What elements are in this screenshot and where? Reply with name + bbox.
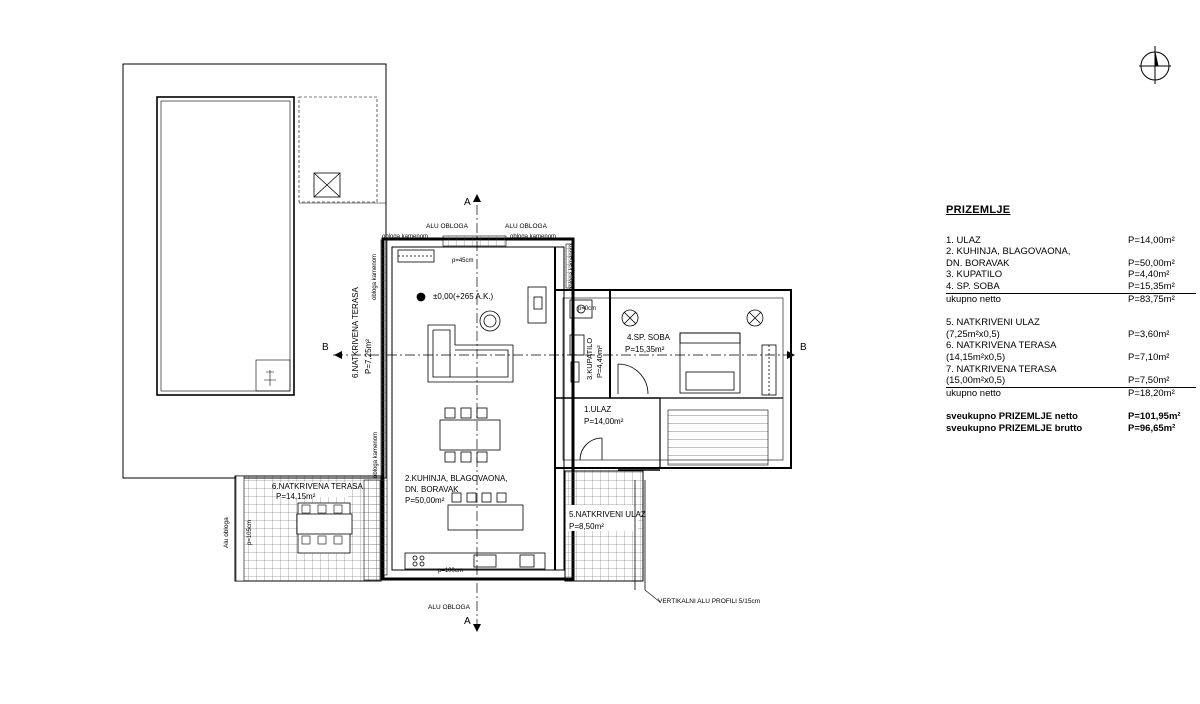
legend-row: (14,15m²x0,5) P=7,10m² xyxy=(946,352,1196,364)
p105-label: p=105cm xyxy=(247,520,253,545)
legend-row-name: ukupno netto xyxy=(946,293,1001,305)
section-label-b-right: B xyxy=(800,342,807,353)
obloga-kamenom-label-3: obloga kamenom xyxy=(372,254,378,300)
room-ulaz-area: P=14,00m² xyxy=(584,417,624,426)
legend-total-row: sveukupno PRIZEMLJE netto P=101,95m² xyxy=(946,411,1196,423)
legend-row-value: P=4,40m² xyxy=(1128,269,1170,281)
legend-row: ukupno netto P=18,20m² xyxy=(946,388,1196,400)
legend-row-name: DN. BORAVAK xyxy=(946,257,1010,269)
legend-row: 6. NATKRIVENA TERASA xyxy=(946,340,1196,352)
legend-row-value: P=15,35m² xyxy=(1128,280,1175,292)
living-furniture xyxy=(397,249,547,570)
legend-row-name: 2. KUHINJA, BLAGOVAONA, xyxy=(946,246,1071,258)
legend-row: 4. SP. SOBA P=15,35m² xyxy=(946,281,1196,294)
legend-total-value: P=101,95m² xyxy=(1128,411,1181,423)
legend-total-value: P=96,65m² xyxy=(1128,422,1176,434)
legend-row-value: P=14,00m² xyxy=(1128,234,1175,246)
legend-title: PRIZEMLJE xyxy=(946,204,1011,216)
room-ulaz5-area: P=8,50m² xyxy=(569,522,604,531)
legend-total-row: sveukupno PRIZEMLJE brutto P=96,65m² xyxy=(946,423,1196,435)
obloga-kamenom-label-4: obloga kamenom xyxy=(373,432,379,478)
obloga-kamenom-label-1: obloga kamenom xyxy=(382,234,428,240)
room-ulaz-label: 1.ULAZ xyxy=(584,405,611,414)
alu-obloga-label-1: ALU OBLOGA xyxy=(426,223,469,230)
alu-obloga-label-side: Alu obloga xyxy=(223,517,230,548)
legend-total-name: sveukupno PRIZEMLJE brutto xyxy=(946,422,1083,434)
north-arrow-icon xyxy=(1139,46,1171,84)
legend-total-name: sveukupno PRIZEMLJE netto xyxy=(946,411,1078,423)
legend-row-name: (15,00m²x0,5) xyxy=(946,375,1006,387)
vertikalni-label: VERTIKALNI ALU PROFILI 5/15cm xyxy=(658,598,760,605)
section-label-a-bottom: A xyxy=(464,616,471,627)
bedroom-furniture xyxy=(569,299,777,461)
section-label-a-top: A xyxy=(464,197,471,208)
legend-row-name: 1. ULAZ xyxy=(946,234,981,246)
section-label-b-left: B xyxy=(322,342,329,353)
legend-row-value: P=7,10m² xyxy=(1128,351,1170,363)
pool-area xyxy=(122,63,387,479)
legend-row: 5. NATKRIVENI ULAZ xyxy=(946,317,1196,329)
room-soba-area: P=15,35m² xyxy=(625,345,665,354)
area-legend: PRIZEMLJE 1. ULAZ P=14,00m² 2. KUHINJA, B… xyxy=(946,204,1196,435)
legend-row: 7. NATKRIVENA TERASA xyxy=(946,364,1196,376)
p45-label: p=45cm xyxy=(452,258,474,264)
legend-row-name: (14,15m²x0,5) xyxy=(946,351,1006,363)
legend-row: 1. ULAZ P=14,00m² xyxy=(946,235,1196,247)
legend-row-name: 5. NATKRIVENI ULAZ xyxy=(946,317,1040,329)
legend-row-name: 4. SP. SOBA xyxy=(946,280,1000,292)
room-terasa6-area: P=7,25m² xyxy=(364,339,373,374)
room-ulaz5-label: 5.NATKRIVENI ULAZ xyxy=(569,510,646,519)
legend-row-value: P=50,00m² xyxy=(1128,257,1175,269)
legend-row-value: P=7,50m² xyxy=(1128,375,1170,387)
alu-obloga-label-bottom: ALU OBLOGA xyxy=(428,604,471,611)
cladding xyxy=(363,235,574,581)
terrace-left xyxy=(234,475,382,582)
legend-row: DN. BORAVAK P=50,00m² xyxy=(946,258,1196,270)
legend-row-name: (7,25m²x0,5) xyxy=(946,328,1000,340)
legend-row-value: P=18,20m² xyxy=(1128,387,1175,399)
room-kuhinja-area: P=50,00m² xyxy=(405,496,445,505)
legend-row-value: P=83,75m² xyxy=(1128,293,1175,305)
p100-label: p=100cm xyxy=(438,568,463,574)
legend-row: (15,00m²x0,5) P=7,50m² xyxy=(946,375,1196,388)
legend-row: (7,25m²x0,5) P=3,60m² xyxy=(946,329,1196,341)
legend-row: 2. KUHINJA, BLAGOVAONA, xyxy=(946,246,1196,258)
level-label: ±0,00(+265 A.K.) xyxy=(433,292,494,301)
legend-row-name: 3. KUPATILO xyxy=(946,269,1003,281)
section-markers xyxy=(334,194,795,632)
p0-label: p=0cm xyxy=(578,306,596,312)
legend-row-name: 7. NATKRIVENA TERASA xyxy=(946,363,1057,375)
room-terasa6-label: 6.NATKRIVENA TERASA xyxy=(351,286,360,378)
room-kupatilo-area: P=4,40m² xyxy=(595,345,604,378)
room-soba-label: 4.SP. SOBA xyxy=(627,333,671,342)
obloga-kamenom-label-5: obloga kamenom xyxy=(569,244,575,290)
covered-entrance xyxy=(564,469,661,603)
room-terasa7-label: 6.NATKRIVENA TERASA xyxy=(272,482,364,491)
legend-row: 3. KUPATILO P=4,40m² xyxy=(946,269,1196,281)
legend-row-name: ukupno netto xyxy=(946,387,1001,399)
room-kupatilo-label: 3.KUPATILO xyxy=(585,338,594,380)
alu-obloga-label-2: ALU OBLOGA xyxy=(505,223,548,230)
legend-row-name: 6. NATKRIVENA TERASA xyxy=(946,340,1057,352)
legend-row: ukupno netto P=83,75m² xyxy=(946,294,1196,306)
room-terasa7-area: P=14,15m² xyxy=(276,492,316,501)
obloga-kamenom-label-2: obloga kamenom xyxy=(510,234,556,240)
room-kuhinja-label-2: DN. BORAVAK xyxy=(405,485,459,494)
legend-row-value: P=3,60m² xyxy=(1128,328,1170,340)
room-kuhinja-label-1: 2.KUHINJA, BLAGOVAONA, xyxy=(405,474,508,483)
